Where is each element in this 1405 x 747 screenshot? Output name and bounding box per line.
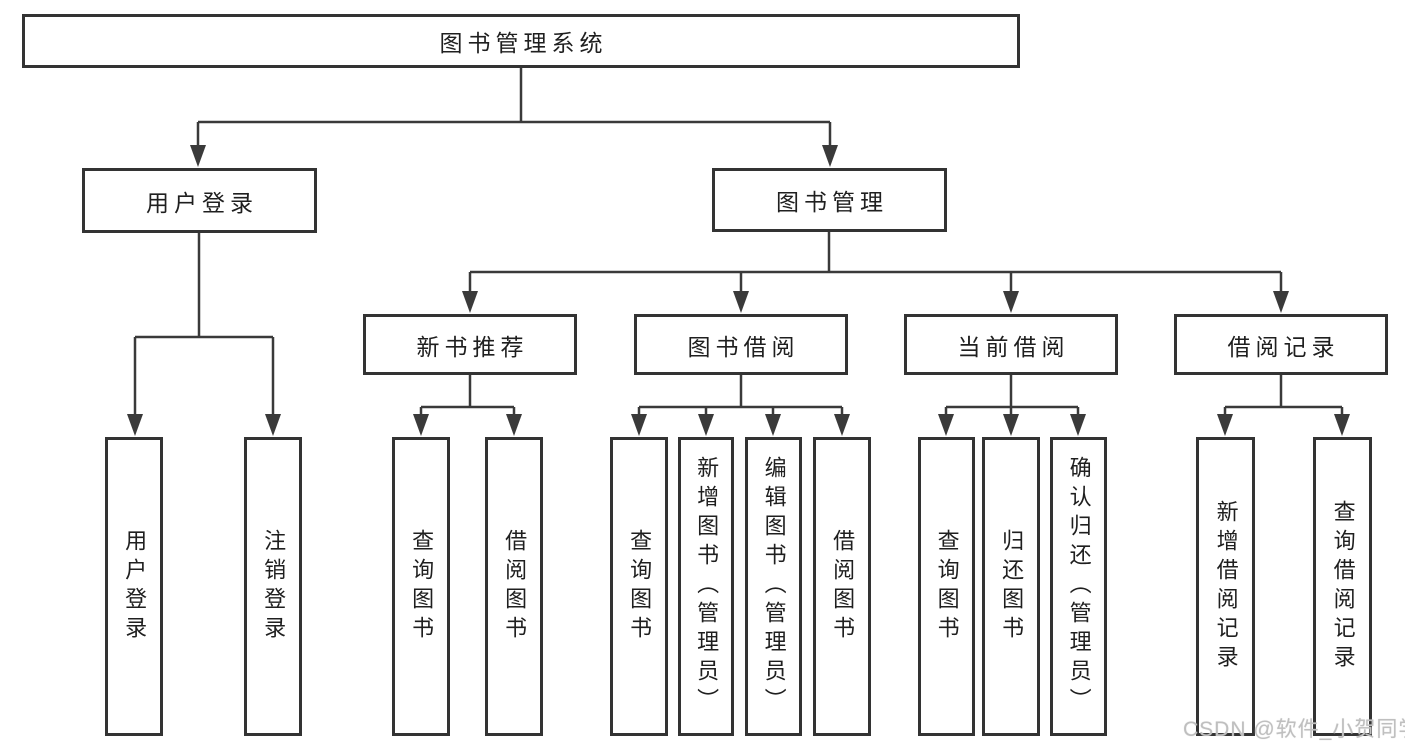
node-new-book-recommend: 新书推荐 [363, 314, 577, 375]
leaf-edit-book-admin-label: 编辑图书（管理员） [761, 456, 787, 717]
leaf-logout-label: 注销登录 [261, 528, 287, 645]
leaf-return-book-label: 归还图书 [999, 528, 1025, 645]
node-root-label: 图书管理系统 [439, 30, 608, 56]
node-root: 图书管理系统 [22, 14, 1020, 68]
leaf-user-login: 用户登录 [105, 437, 163, 736]
leaf-query-books-recommend: 查询图书 [392, 437, 450, 736]
leaf-borrow-books-recommend: 借阅图书 [485, 437, 543, 736]
leaf-confirm-return-admin-label: 确认归还（管理员） [1066, 456, 1092, 717]
leaf-add-borrow-record-label: 新增借阅记录 [1213, 499, 1239, 674]
leaf-logout: 注销登录 [244, 437, 302, 736]
node-user-login: 用户登录 [82, 168, 317, 233]
node-borrowing-records: 借阅记录 [1174, 314, 1388, 375]
leaf-edit-book-admin: 编辑图书（管理员） [745, 437, 802, 736]
node-borrowing-records-label: 借阅记录 [1227, 333, 1340, 360]
leaf-query-books-recommend-label: 查询图书 [409, 528, 435, 645]
node-book-management: 图书管理 [712, 168, 947, 232]
leaf-query-books-current-label: 查询图书 [934, 528, 960, 645]
leaf-query-books-current: 查询图书 [918, 437, 975, 736]
leaf-confirm-return-admin: 确认归还（管理员） [1050, 437, 1107, 736]
leaf-user-login-label: 用户登录 [122, 528, 148, 645]
leaf-query-books-borrowing: 查询图书 [610, 437, 668, 736]
leaf-return-book: 归还图书 [982, 437, 1040, 736]
node-book-borrowing-label: 图书借阅 [687, 333, 800, 360]
leaf-query-borrow-record-label: 查询借阅记录 [1330, 499, 1356, 674]
leaf-query-books-borrowing-label: 查询图书 [627, 528, 653, 645]
leaf-add-borrow-record: 新增借阅记录 [1196, 437, 1255, 736]
node-book-borrowing: 图书借阅 [634, 314, 848, 375]
node-current-borrowing-label: 当前借阅 [957, 333, 1070, 360]
node-new-book-recommend-label: 新书推荐 [416, 333, 529, 360]
leaf-add-book-admin: 新增图书（管理员） [678, 437, 734, 736]
node-user-login-label: 用户登录 [146, 189, 258, 216]
node-current-borrowing: 当前借阅 [904, 314, 1118, 375]
csdn-watermark: CSDN @软件_小贺同学 [1183, 718, 1405, 741]
node-book-management-label: 图书管理 [776, 189, 888, 215]
leaf-add-book-admin-label: 新增图书（管理员） [694, 456, 720, 717]
leaf-borrow-books-borrowing: 借阅图书 [813, 437, 871, 736]
leaf-borrow-books-borrowing-label: 借阅图书 [830, 528, 856, 645]
leaf-query-borrow-record: 查询借阅记录 [1313, 437, 1372, 736]
leaf-borrow-books-recommend-label: 借阅图书 [502, 528, 528, 645]
